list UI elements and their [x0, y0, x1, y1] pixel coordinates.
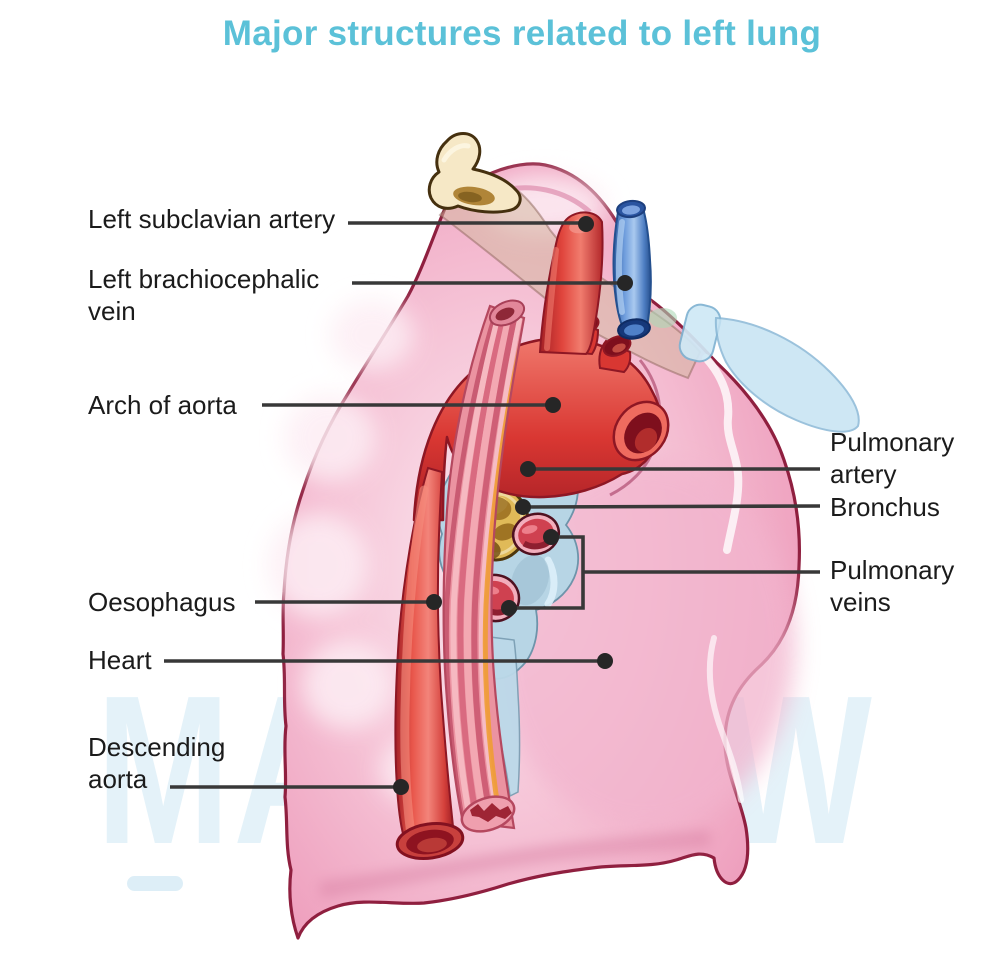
lower-border-shading [318, 830, 711, 898]
leader-descending-aorta [170, 779, 409, 795]
leader-left-brachiocephalic-vein [352, 275, 633, 291]
label-oesophagus: Oesophagus [88, 587, 236, 617]
label-left-subclavian-artery: Left subclavian artery [88, 204, 336, 234]
rib-bone [427, 132, 522, 214]
descending-aorta-cut-end [395, 822, 465, 860]
oesophagus-top-cut [488, 299, 526, 327]
label-pulmonary-veins: Pulmonary veins [830, 555, 955, 617]
leader-heart [164, 653, 613, 669]
watermark-dash [127, 876, 183, 891]
label-heart: Heart [88, 645, 152, 675]
pleura-green-smudge [649, 308, 677, 328]
pleura-fragment-large [714, 316, 860, 433]
label-bronchus: Bronchus [830, 492, 940, 522]
label-pulmonary-artery: Pulmonary artery [830, 427, 955, 489]
lung-surface-mottling [268, 175, 607, 804]
posterior-border-gloss [702, 354, 743, 554]
left-brachiocephalic-vein-tube [612, 199, 652, 340]
oesophagus-bottom-cut [460, 795, 516, 833]
label-arch-of-aorta: Arch of aorta [88, 390, 237, 420]
leader-bronchus [515, 499, 821, 515]
leader-pulmonary-artery [520, 461, 820, 477]
leader-lines [164, 216, 821, 795]
aortic-arch-cut-end [612, 400, 670, 462]
label-left-brachiocephalic-vein: Left brachiocephalic vein [88, 264, 320, 326]
leader-oesophagus [255, 594, 442, 610]
leader-pulmonary-veins [501, 529, 820, 616]
descending-aorta-tube [394, 466, 465, 860]
lower-tongue-gloss [706, 635, 744, 803]
page-title: Major structures related to left lung [222, 14, 822, 53]
label-descending-aorta: Descending aorta [88, 732, 226, 794]
leader-left-subclavian-artery [348, 216, 594, 232]
leader-arch-of-aorta [262, 397, 561, 413]
